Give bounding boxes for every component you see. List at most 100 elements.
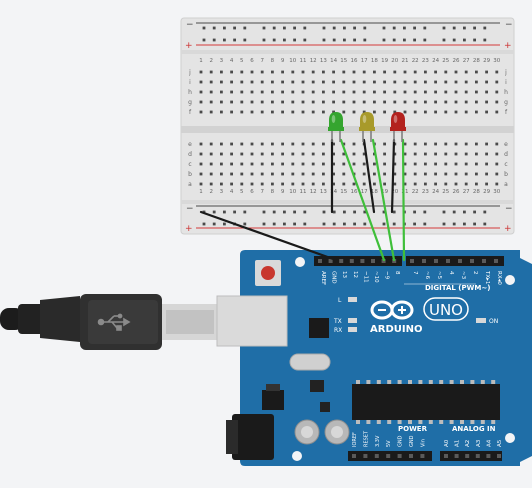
usb-cable[interactable] <box>0 294 220 350</box>
terminal-hole <box>383 110 386 114</box>
terminal-hole <box>250 70 254 74</box>
power-pin-label: IOREF <box>352 432 358 447</box>
analog-pin-label: A5 <box>497 439 503 447</box>
digital-header-right <box>406 256 504 266</box>
mount-hole-1 <box>295 257 305 267</box>
terminal-hole <box>281 100 284 104</box>
analog-pin <box>475 454 480 458</box>
digital-pin-label: 2 <box>472 271 478 275</box>
rail-hole <box>353 26 356 30</box>
terminal-hole <box>301 90 305 94</box>
rail-hole <box>223 26 226 30</box>
terminal-hole <box>475 142 478 146</box>
terminal-hole <box>413 142 417 146</box>
rail-hole <box>423 38 427 42</box>
breadboard[interactable]: − − + + − − + + 112233445566778899101011… <box>180 17 515 235</box>
terminal-hole <box>209 142 213 146</box>
analog-pin <box>454 454 459 458</box>
rail-hole <box>353 222 356 226</box>
rail-hole <box>463 222 466 226</box>
power-pin <box>409 454 413 458</box>
power-pin-label: 3.3V <box>375 435 381 447</box>
rail-hole <box>322 38 326 42</box>
led-body <box>391 112 405 128</box>
ic-pin <box>418 380 423 384</box>
reset-button[interactable] <box>261 266 275 280</box>
column-number: 24 <box>432 58 439 64</box>
terminal-hole <box>342 70 346 74</box>
digital-label: DIGITAL (PWM~) <box>425 284 490 292</box>
terminal-hole <box>485 162 488 166</box>
ic-pin <box>439 380 444 384</box>
column-number: 22 <box>412 58 419 64</box>
cathode-wire-yellow[interactable] <box>362 138 376 214</box>
analog-pin-label: A2 <box>465 440 471 447</box>
column-number: 10 <box>289 58 296 64</box>
leds[interactable] <box>328 112 406 142</box>
terminal-hole <box>373 90 376 94</box>
row-letter: j <box>504 69 507 76</box>
signal-wire-red[interactable] <box>401 138 406 262</box>
terminal-hole <box>311 70 315 74</box>
ic-pin <box>428 420 433 424</box>
led-red[interactable] <box>390 112 406 142</box>
ground-wire-rail[interactable] <box>199 210 338 262</box>
rail-hole <box>343 38 346 42</box>
led-green[interactable] <box>328 112 344 142</box>
terminal-hole <box>199 162 203 166</box>
column-number: 17 <box>361 58 368 64</box>
terminal-hole <box>301 172 305 176</box>
terminal-hole <box>342 110 346 114</box>
led-body <box>329 112 343 128</box>
digital-pin-label: ~5 <box>436 271 442 280</box>
ic-pin <box>491 380 496 384</box>
terminal-hole <box>464 162 468 166</box>
terminal-hole <box>342 152 346 156</box>
terminal-hole <box>475 172 478 176</box>
terminal-hole <box>383 70 386 74</box>
terminal-hole <box>475 110 478 114</box>
row-letter: i <box>505 79 507 86</box>
terminal-hole <box>291 90 295 94</box>
terminal-hole <box>220 172 223 176</box>
rail-hole <box>343 210 346 214</box>
terminal-hole <box>271 182 274 186</box>
ic-pin <box>387 380 392 384</box>
terminal-hole <box>342 90 346 94</box>
terminal-hole <box>383 182 386 186</box>
cathode-wire-red[interactable] <box>390 138 396 214</box>
column-number: 26 <box>453 189 460 195</box>
terminal-hole <box>383 152 386 156</box>
rail-hole <box>233 38 236 42</box>
terminal-hole <box>220 110 223 114</box>
wires[interactable] <box>199 138 406 262</box>
signal-wire-green[interactable] <box>339 138 386 262</box>
voltage-regulator <box>262 390 284 410</box>
terminal-hole <box>311 90 315 94</box>
rail-hole <box>243 38 247 42</box>
terminal-hole <box>352 90 356 94</box>
l-label: L <box>338 297 342 304</box>
led-yellow[interactable] <box>359 112 375 142</box>
column-number: 12 <box>310 189 317 195</box>
terminal-hole <box>240 182 244 186</box>
column-number: 5 <box>240 189 244 195</box>
terminal-hole <box>464 80 468 84</box>
terminal-hole <box>495 110 499 114</box>
terminal-hole <box>485 142 488 146</box>
terminal-hole <box>199 142 203 146</box>
rail-hole <box>473 210 476 214</box>
terminal-hole <box>383 172 386 176</box>
terminal-hole <box>383 90 386 94</box>
analog-label: ANALOG IN <box>452 425 496 433</box>
terminal-hole <box>424 182 427 186</box>
terminal-hole <box>220 100 223 104</box>
signal-wire-yellow[interactable] <box>371 138 396 262</box>
column-number: 11 <box>300 189 307 195</box>
column-number: 13 <box>320 189 327 195</box>
rail-hole <box>423 210 427 214</box>
rail-hole <box>463 210 466 214</box>
terminal-hole <box>220 80 223 84</box>
terminal-hole <box>322 172 325 176</box>
